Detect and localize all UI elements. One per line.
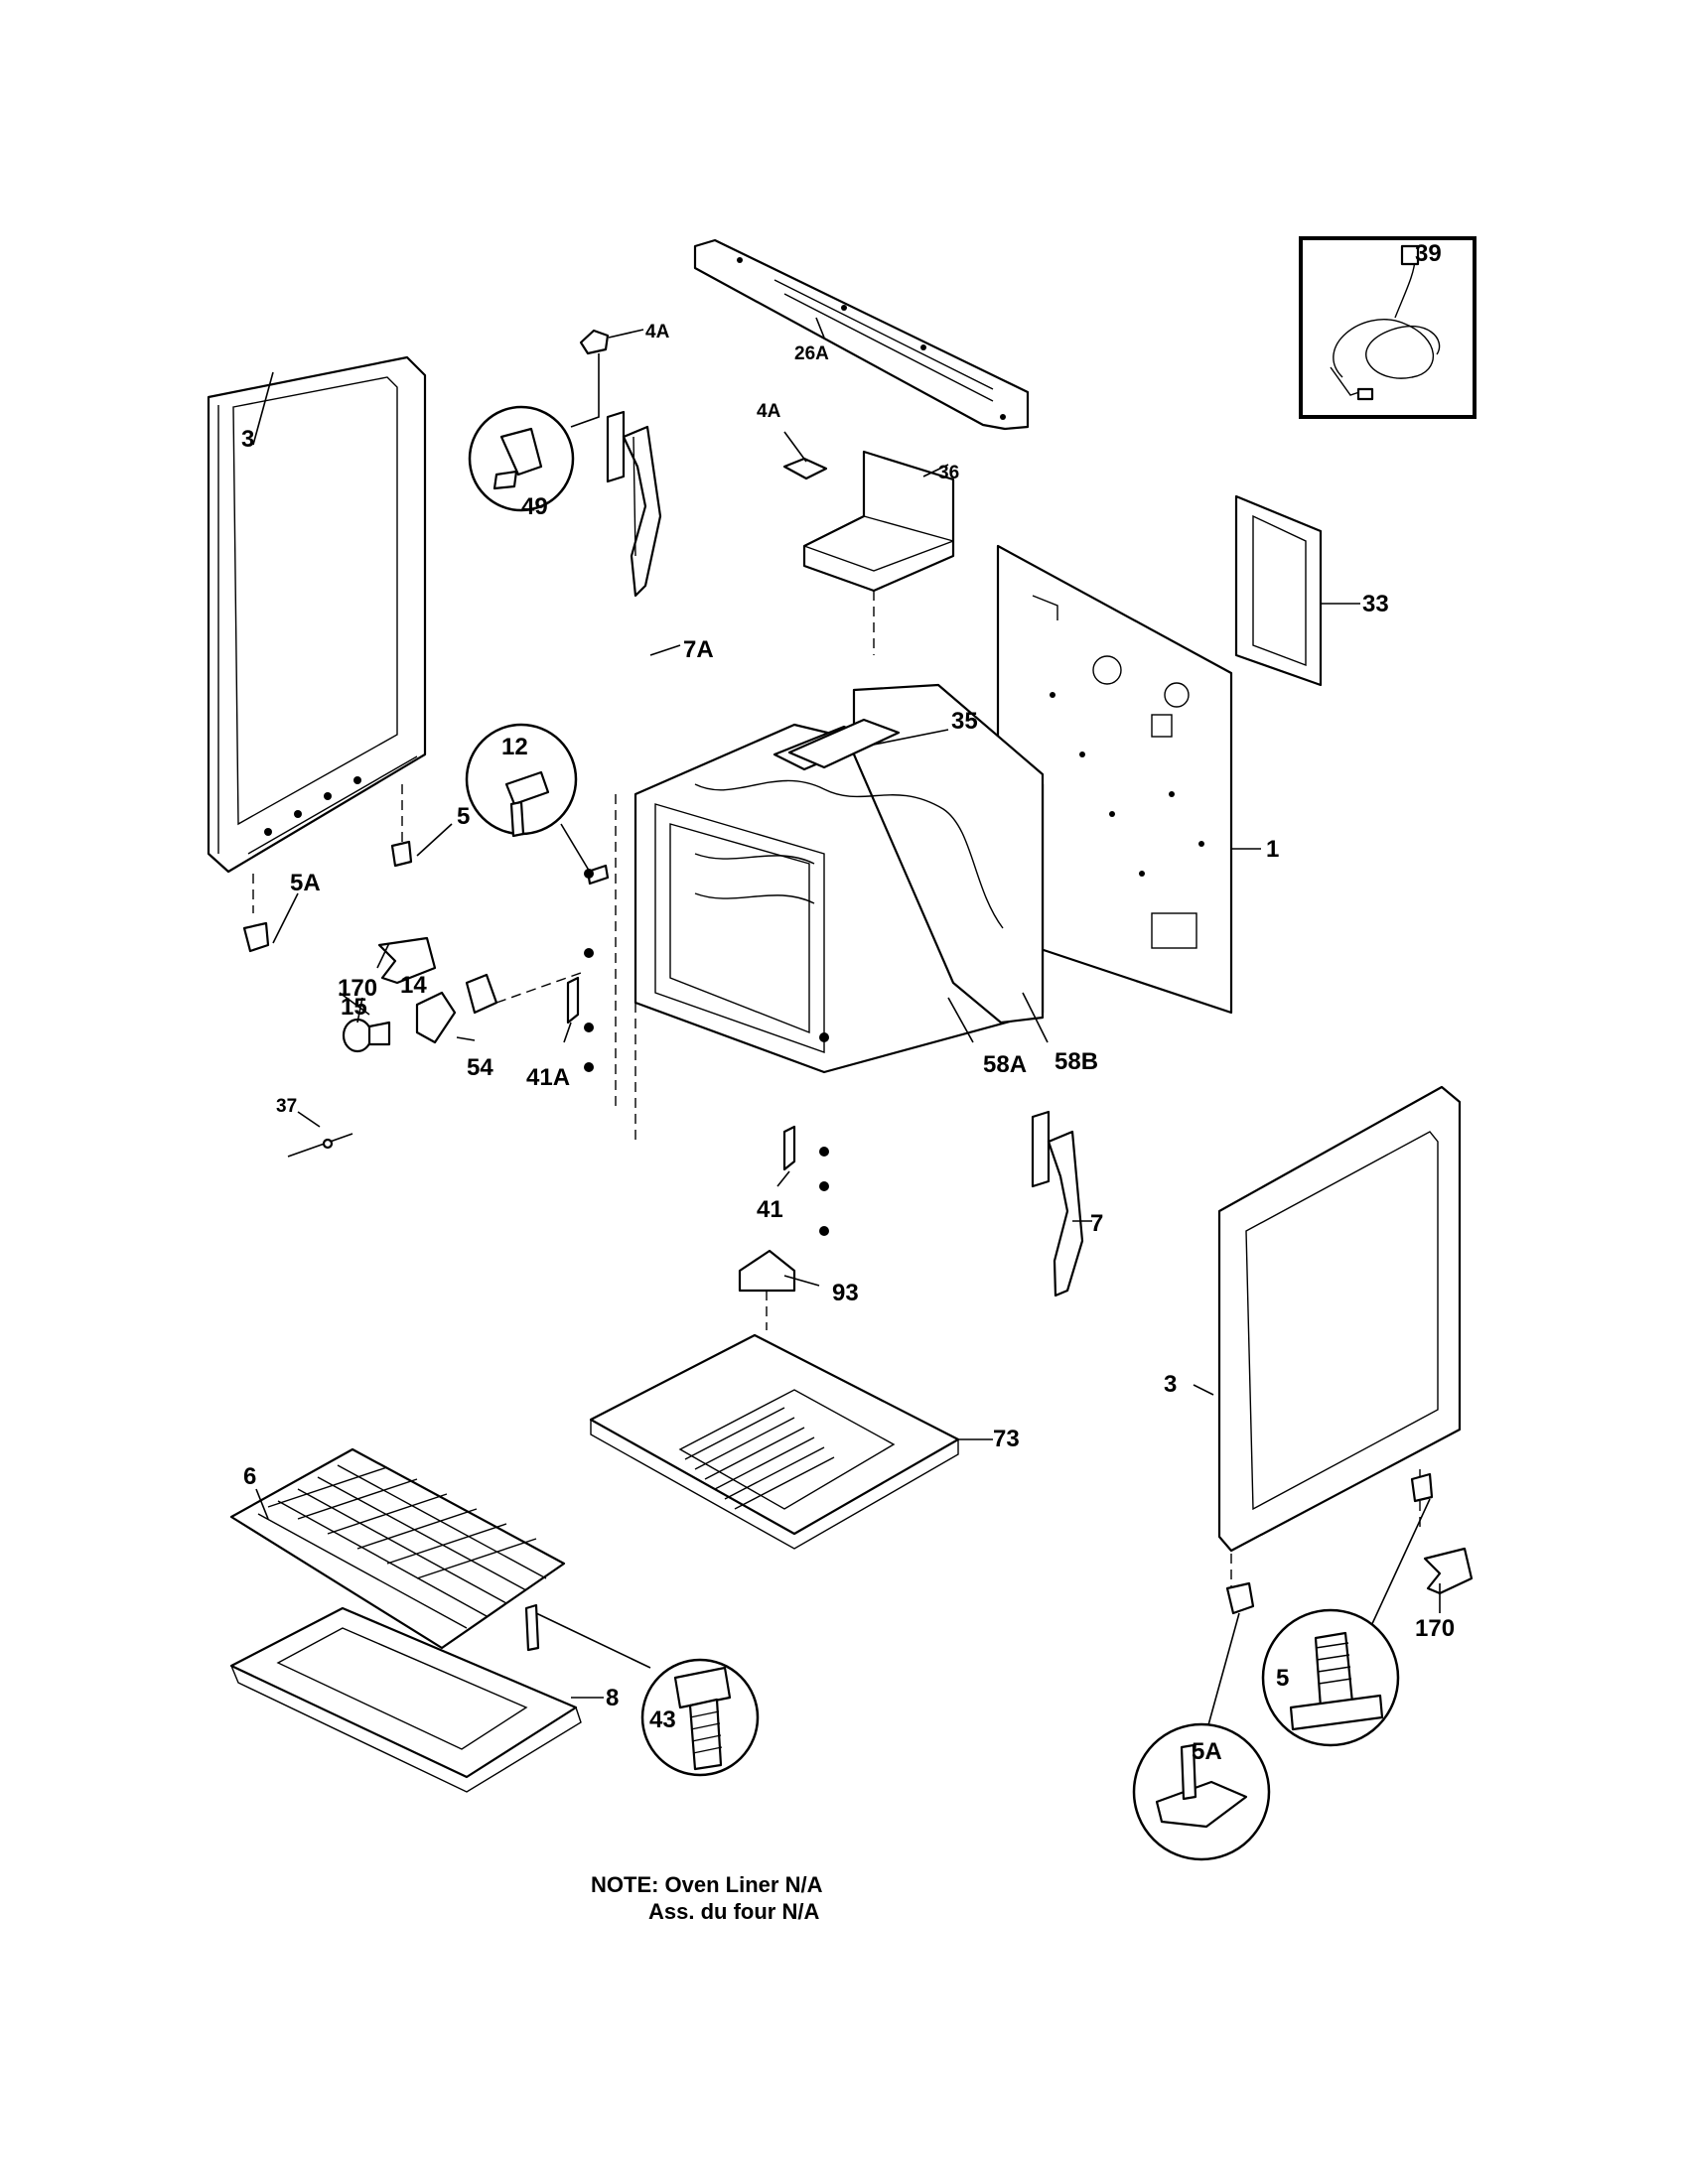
oven-cavity bbox=[615, 683, 1045, 1142]
label-5a-left: 5A bbox=[290, 870, 321, 896]
note-oven-liner: NOTE: Oven Liner N/A Ass. du four N/A bbox=[591, 1871, 822, 1925]
left-leveling-hardware bbox=[242, 840, 437, 985]
lower-door-hinge bbox=[1031, 1110, 1084, 1297]
support-bracket-lower bbox=[782, 1125, 796, 1171]
right-leveling-hardware bbox=[1132, 1472, 1474, 1861]
label-8: 8 bbox=[606, 1685, 619, 1711]
label-7a: 7A bbox=[683, 636, 714, 663]
bottom-clip bbox=[738, 1249, 796, 1330]
label-33: 33 bbox=[1362, 591, 1389, 617]
wire-probe bbox=[287, 1133, 353, 1158]
thermal-fuse-clip bbox=[468, 329, 610, 512]
label-170-left: 170 bbox=[338, 975, 377, 1002]
lamp-assembly bbox=[342, 972, 582, 1053]
label-73: 73 bbox=[993, 1426, 1020, 1452]
upper-door-hinge bbox=[606, 410, 662, 598]
oven-lamp-socket bbox=[465, 723, 610, 886]
label-35: 35 bbox=[951, 708, 978, 735]
label-37: 37 bbox=[276, 1096, 297, 1117]
label-49: 49 bbox=[521, 493, 548, 520]
small-plate bbox=[782, 457, 828, 480]
label-43: 43 bbox=[649, 1706, 676, 1733]
label-14: 14 bbox=[400, 972, 427, 999]
label-41: 41 bbox=[757, 1196, 783, 1223]
label-170-right: 170 bbox=[1415, 1615, 1455, 1642]
leader-lines bbox=[252, 317, 1441, 1699]
label-36: 36 bbox=[938, 463, 959, 483]
label-1: 1 bbox=[1266, 836, 1279, 863]
label-58b: 58B bbox=[1055, 1048, 1098, 1075]
part-labels: 39 4A 26A 4A 36 49 3 33 7A 35 12 5 1 5A … bbox=[241, 240, 1455, 1765]
label-5-right: 5 bbox=[1276, 1665, 1289, 1692]
note-line-1: NOTE: Oven Liner N/A bbox=[591, 1872, 823, 1897]
label-93: 93 bbox=[832, 1280, 859, 1306]
vent-duct bbox=[802, 450, 955, 655]
label-5-left: 5 bbox=[457, 803, 470, 830]
power-cord-inset bbox=[1299, 236, 1477, 419]
label-15: 15 bbox=[341, 994, 367, 1021]
label-12: 12 bbox=[501, 734, 528, 760]
shoulder-screw bbox=[524, 1603, 760, 1777]
support-bracket-upper bbox=[566, 976, 580, 1024]
label-3-right: 3 bbox=[1164, 1371, 1177, 1398]
label-39: 39 bbox=[1415, 240, 1442, 267]
rear-panel bbox=[996, 544, 1233, 1015]
label-5a-right: 5A bbox=[1192, 1738, 1222, 1765]
left-side-panel bbox=[207, 355, 427, 913]
label-7: 7 bbox=[1090, 1210, 1103, 1237]
right-side-panel bbox=[1217, 1085, 1462, 1598]
oven-rack bbox=[229, 1447, 566, 1650]
mounting-screws bbox=[584, 869, 829, 1236]
oven-bottom-panel bbox=[589, 1333, 960, 1550]
label-4a-mid: 4A bbox=[757, 401, 781, 422]
broiler-pan bbox=[229, 1606, 582, 1793]
label-54: 54 bbox=[467, 1054, 493, 1081]
label-3-left: 3 bbox=[241, 426, 254, 453]
label-58a: 58A bbox=[983, 1051, 1027, 1078]
label-26a: 26A bbox=[794, 343, 829, 364]
rear-top-bracket bbox=[693, 238, 1030, 431]
top-cover-plate bbox=[787, 718, 901, 769]
note-line-2: Ass. du four N/A bbox=[648, 1899, 820, 1924]
terminal-box-cover bbox=[1234, 494, 1323, 687]
label-6: 6 bbox=[243, 1463, 256, 1490]
label-4a-top: 4A bbox=[645, 322, 670, 342]
label-41a: 41A bbox=[526, 1064, 570, 1091]
